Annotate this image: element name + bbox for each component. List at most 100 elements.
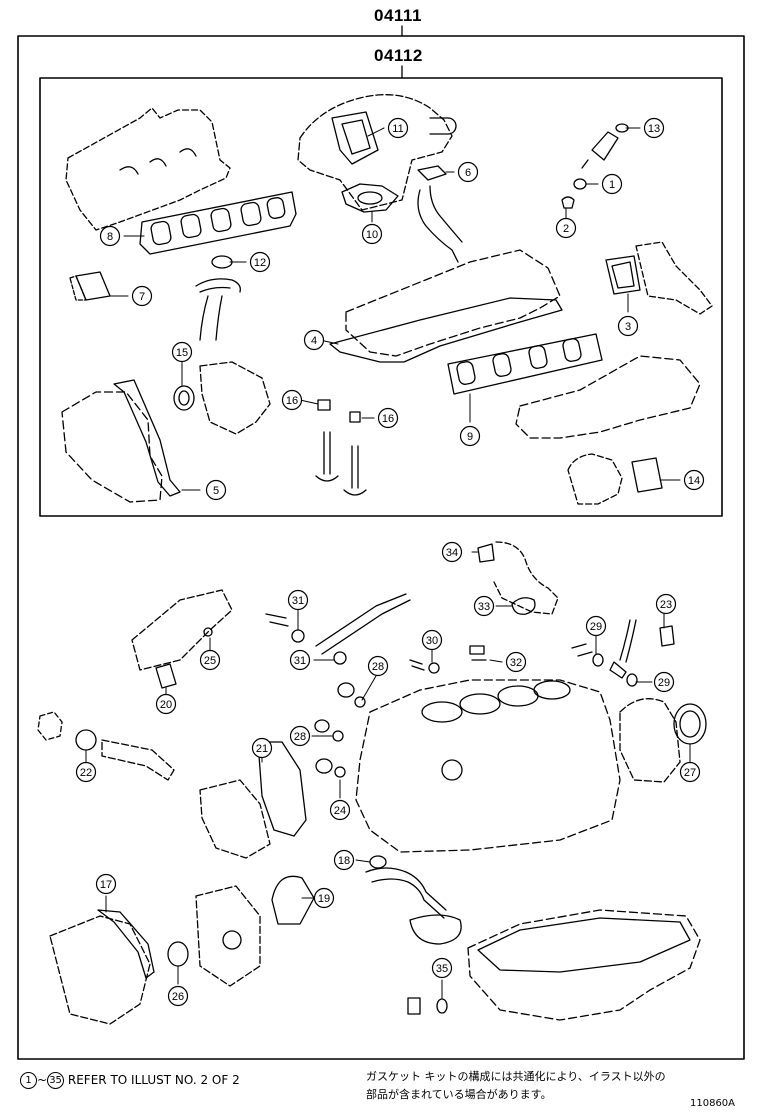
part-8-port-b [180,213,202,239]
valve-b [343,445,367,496]
part-3-gasket [605,255,641,295]
water-inlet-14 [567,453,623,505]
part-34-gasket [477,543,495,563]
cylinder-block-outline [355,679,621,853]
callout-number: 15 [176,347,188,359]
callout-circle [431,957,453,979]
callout-circle [95,873,117,895]
water-pump-body [199,779,271,859]
manifold-heat-insulator-outline [65,107,231,231]
callout-31: 31 [289,649,311,671]
callout-number: 31 [294,655,306,667]
part-17-gasket [97,909,155,979]
part-19-gasket [271,875,315,925]
callout-28: 28 [367,655,389,677]
callout-31: 31 [287,589,309,611]
callout-circle [457,161,479,183]
callout-number: 12 [254,257,266,269]
callout-circle [505,651,527,673]
part-31-bolt [265,613,289,627]
callout-35: 35 [431,957,453,979]
callout-23: 23 [655,593,677,615]
callout-number: 29 [658,677,670,689]
part-11-gasket-hole [341,119,371,155]
part-27-oil-seal [673,703,707,745]
part-33-gasket [511,597,536,615]
part-3-gasket-hole [611,261,635,289]
oil-pan-flange [477,917,691,973]
callout-circle [313,887,335,909]
refer-text: REFER TO ILLUST NO. 2 OF 2 [67,1073,240,1087]
part-15-oil-seal-inner [178,390,190,406]
callout-number: 8 [107,231,113,243]
callout-21: 21 [251,737,273,759]
part-35-drain-plug [407,997,421,1015]
callout-number: 4 [311,335,317,347]
oil-pipe-6 [417,185,463,263]
callout-circle [205,479,227,501]
callout-circle [289,649,311,671]
part-16-seal-b [349,411,361,423]
callout-circle [367,655,389,677]
callout-layer: 1234567891011121314151616171819202122232… [75,117,705,1007]
part-28-washer-a [354,696,366,708]
part-31-washer-b [333,651,347,665]
callout-number: 13 [648,123,660,135]
cylinder-head-cover-outline [345,249,561,357]
callout-number: 29 [590,621,602,633]
inner-kit-frame [39,77,723,517]
part-26-oil-seal [167,941,189,967]
part-8-port-a [150,220,172,246]
callout-17: 17 [95,873,117,895]
part-25-ring [203,627,213,637]
callout-19: 19 [313,887,335,909]
callout-circle [251,737,273,759]
part-9-port-b [492,353,512,377]
callout-circle [303,329,325,351]
range-separator: ~ [37,1073,48,1087]
callout-circle [333,849,355,871]
callout-number: 19 [318,893,330,905]
callout-circle [99,225,121,247]
callout-number: 33 [478,601,490,613]
callout-number: 24 [334,805,346,817]
part-24-washer [334,766,346,778]
callout-number: 6 [465,167,471,179]
part-12-gasket [211,255,233,269]
callout-circle [75,761,97,783]
part-31-washer-a [291,629,305,643]
part-8-port-d [240,201,262,227]
callout-32: 32 [505,651,527,673]
part-9-gasket [447,333,603,395]
callout-circle [679,761,701,783]
callout-12: 12 [249,251,271,273]
oil-pump-bore [222,930,242,950]
part-28-plug-b [314,719,330,733]
callout-circle [249,251,271,273]
callout-number: 26 [172,991,184,1003]
callout-29: 29 [653,671,675,693]
callout-circle [555,217,577,239]
turbo-outlet-pipe [429,117,457,135]
part-9-port-d [562,338,582,362]
callout-circle [683,469,705,491]
part-30-bolt [409,659,425,671]
engine-mount-bracket [131,589,233,671]
part-14-gasket [631,457,663,493]
intake-manifold-outline [515,355,701,439]
part-5-gasket [113,379,181,497]
part-13-injector [581,131,619,169]
callout-29: 29 [585,615,607,637]
oil-strainer [409,914,462,945]
part-15-oil-seal [173,385,195,411]
callout-6: 6 [457,161,479,183]
callout-14: 14 [683,469,705,491]
part-2-seal [561,196,575,209]
callout-number: 28 [372,661,384,673]
callout-24: 24 [329,799,351,821]
oil-pump-body-lower [195,885,261,987]
water-pipe-22 [101,739,175,781]
callout-number: 11 [392,123,403,135]
dipstick-guide [619,619,637,663]
callout-circle [459,425,481,447]
